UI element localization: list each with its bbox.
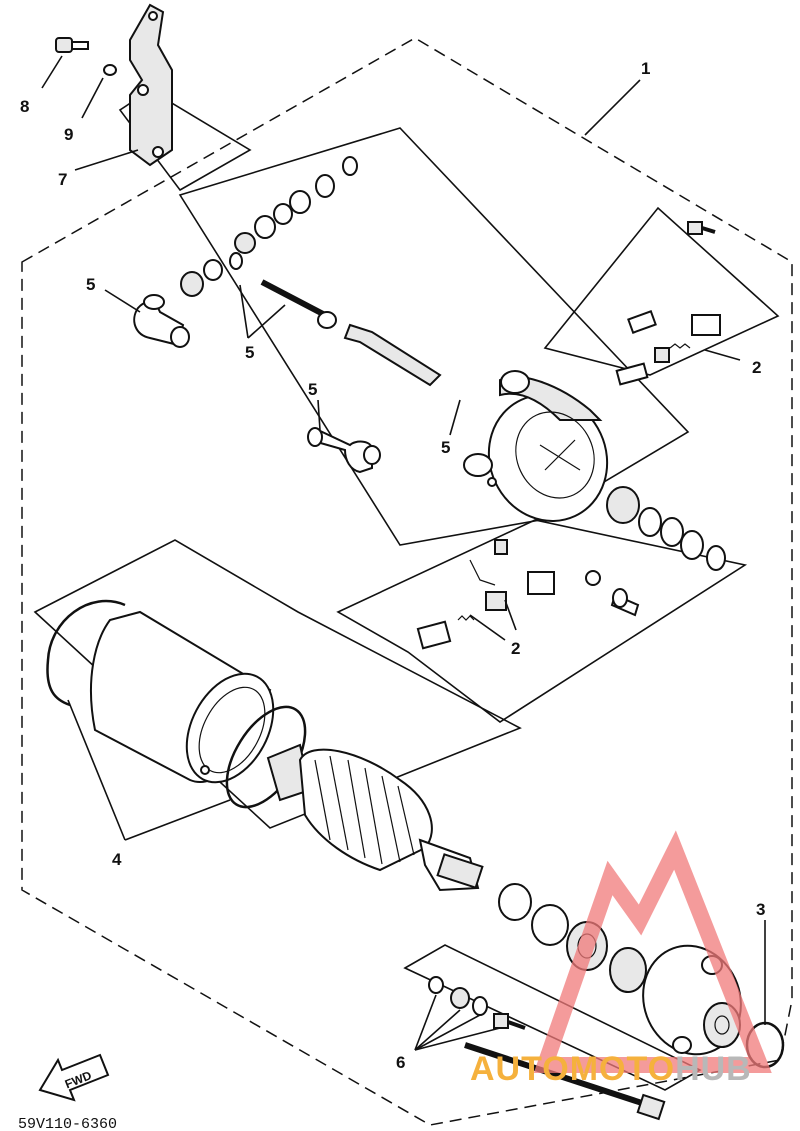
screw-6d <box>493 1013 526 1030</box>
bracket <box>129 3 173 167</box>
yoke-group-box <box>33 539 522 829</box>
small-bushing <box>610 588 640 617</box>
through-bolt <box>464 1042 666 1121</box>
rear-cover-group-box <box>178 127 690 546</box>
front-washer-a <box>498 883 532 921</box>
insulator-5-right <box>307 427 381 474</box>
front-washer-b <box>531 904 569 946</box>
watermark-logo <box>533 830 772 1073</box>
rear-cover <box>463 370 609 522</box>
callout-4: 4 <box>112 850 122 869</box>
yoke <box>89 610 275 784</box>
terminal-bolt <box>260 279 442 387</box>
armature <box>266 743 484 892</box>
oring-rear <box>46 599 126 707</box>
washer-stack-lower <box>180 252 243 297</box>
needle-bearing <box>609 947 647 993</box>
assembly-outline <box>21 37 793 1126</box>
callout-2-top: 2 <box>752 358 761 377</box>
callout-7: 7 <box>58 170 67 189</box>
washer-stack-upper <box>234 156 358 254</box>
rear-bearing-washers <box>585 486 726 586</box>
callout-9: 9 <box>64 125 73 144</box>
callout-5-mid: 5 <box>245 343 254 362</box>
brush-set-top <box>615 221 721 386</box>
brush-set-bottom <box>416 539 555 650</box>
bolt-8 <box>55 37 89 53</box>
small-part-6c <box>472 996 488 1016</box>
watermark-text: AUTOMOTOHUB <box>470 1050 752 1088</box>
callout-5-right: 5 <box>441 438 450 457</box>
brush-group-box-top <box>543 206 780 376</box>
callout-5-lower: 5 <box>308 380 317 399</box>
callout-5-left: 5 <box>86 275 95 294</box>
small-part-6b <box>450 987 470 1009</box>
small-part-6a <box>428 976 444 994</box>
diagram-code: 59V110-6360 <box>18 1116 117 1131</box>
washer-9 <box>103 64 117 76</box>
callout-6: 6 <box>396 1053 405 1072</box>
callout-8: 8 <box>20 97 29 116</box>
callout-3: 3 <box>756 900 765 919</box>
insulator-5-left <box>133 294 190 348</box>
callout-1: 1 <box>641 59 650 78</box>
brush-group-box-bottom <box>336 519 748 723</box>
callout-2-bottom: 2 <box>511 639 520 658</box>
fwd-arrow: FWD <box>38 1053 110 1102</box>
